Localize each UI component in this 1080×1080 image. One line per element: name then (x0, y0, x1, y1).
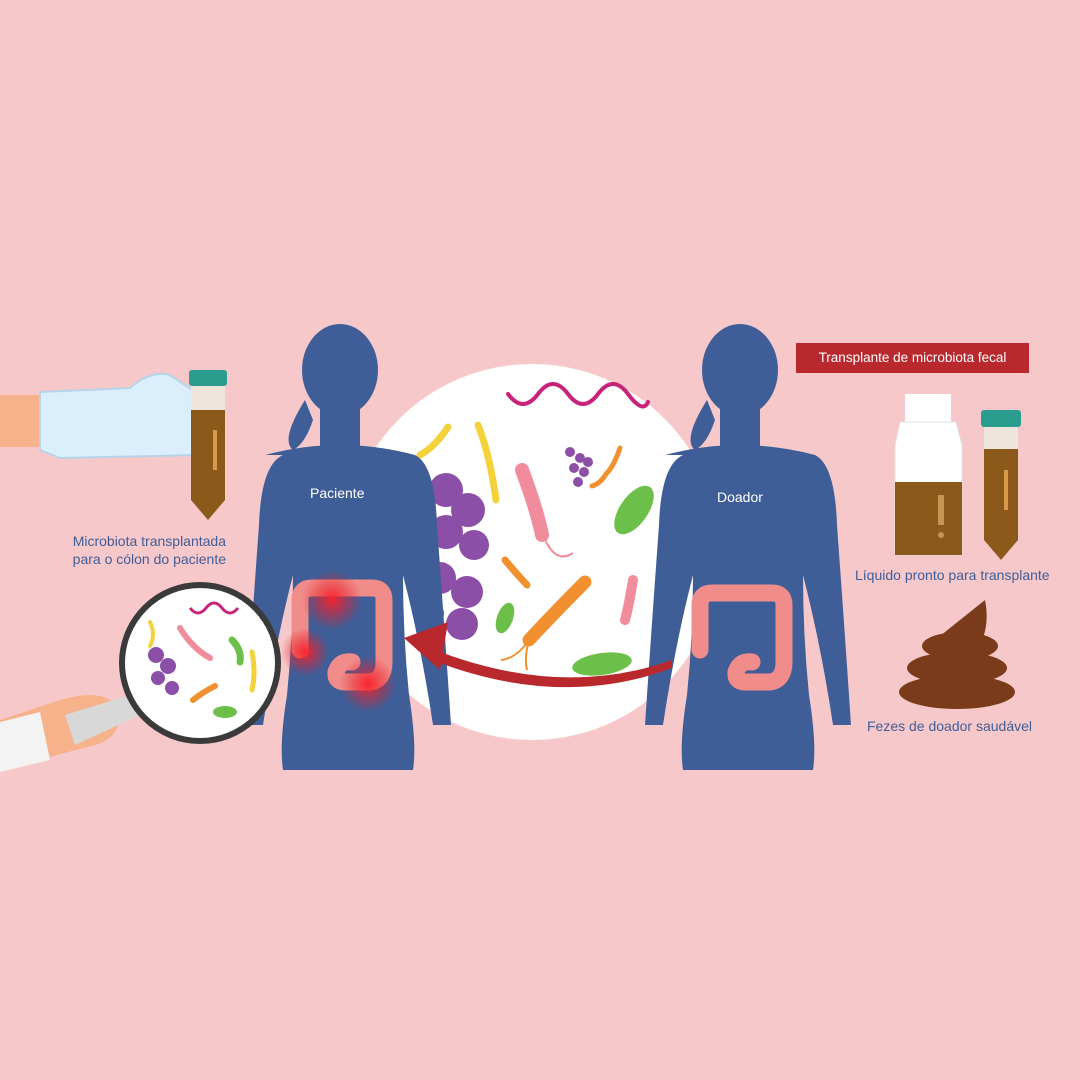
magnifying-glass (0, 582, 281, 772)
small-purple-cocci (565, 447, 593, 487)
liquid-bottle (894, 394, 963, 556)
stool-caption: Fezes de doador saudável (867, 718, 1032, 734)
green-bacteria (495, 485, 654, 676)
liquid-tube (981, 410, 1021, 560)
transplant-caption: Microbiota transplantada para o cólon do… (30, 532, 226, 568)
gloved-hand-with-tube (0, 370, 227, 520)
orange-flagellate (501, 556, 531, 589)
diagram-title: Transplante de microbiota fecal (796, 343, 1029, 373)
pink-bacillus (620, 575, 638, 625)
donor-label: Doador (717, 489, 763, 505)
yellow-rod (416, 423, 452, 459)
stool-icon (899, 600, 1015, 709)
patient-label: Paciente (310, 485, 365, 501)
transplant-caption-line1: Microbiota transplantada (72, 533, 226, 549)
donor-colon (691, 584, 793, 691)
transfer-arrow (404, 622, 672, 688)
orange-flagellate (522, 575, 592, 647)
pink-bacillus (515, 463, 549, 542)
liquid-caption: Líquido pronto para transplante (855, 567, 1050, 583)
yellow-rod (474, 421, 500, 504)
transplant-caption-line2: para o cólon do paciente (72, 551, 226, 567)
patient-colon (281, 570, 396, 712)
donor-silhouette (645, 324, 851, 770)
spirochete (506, 382, 650, 409)
